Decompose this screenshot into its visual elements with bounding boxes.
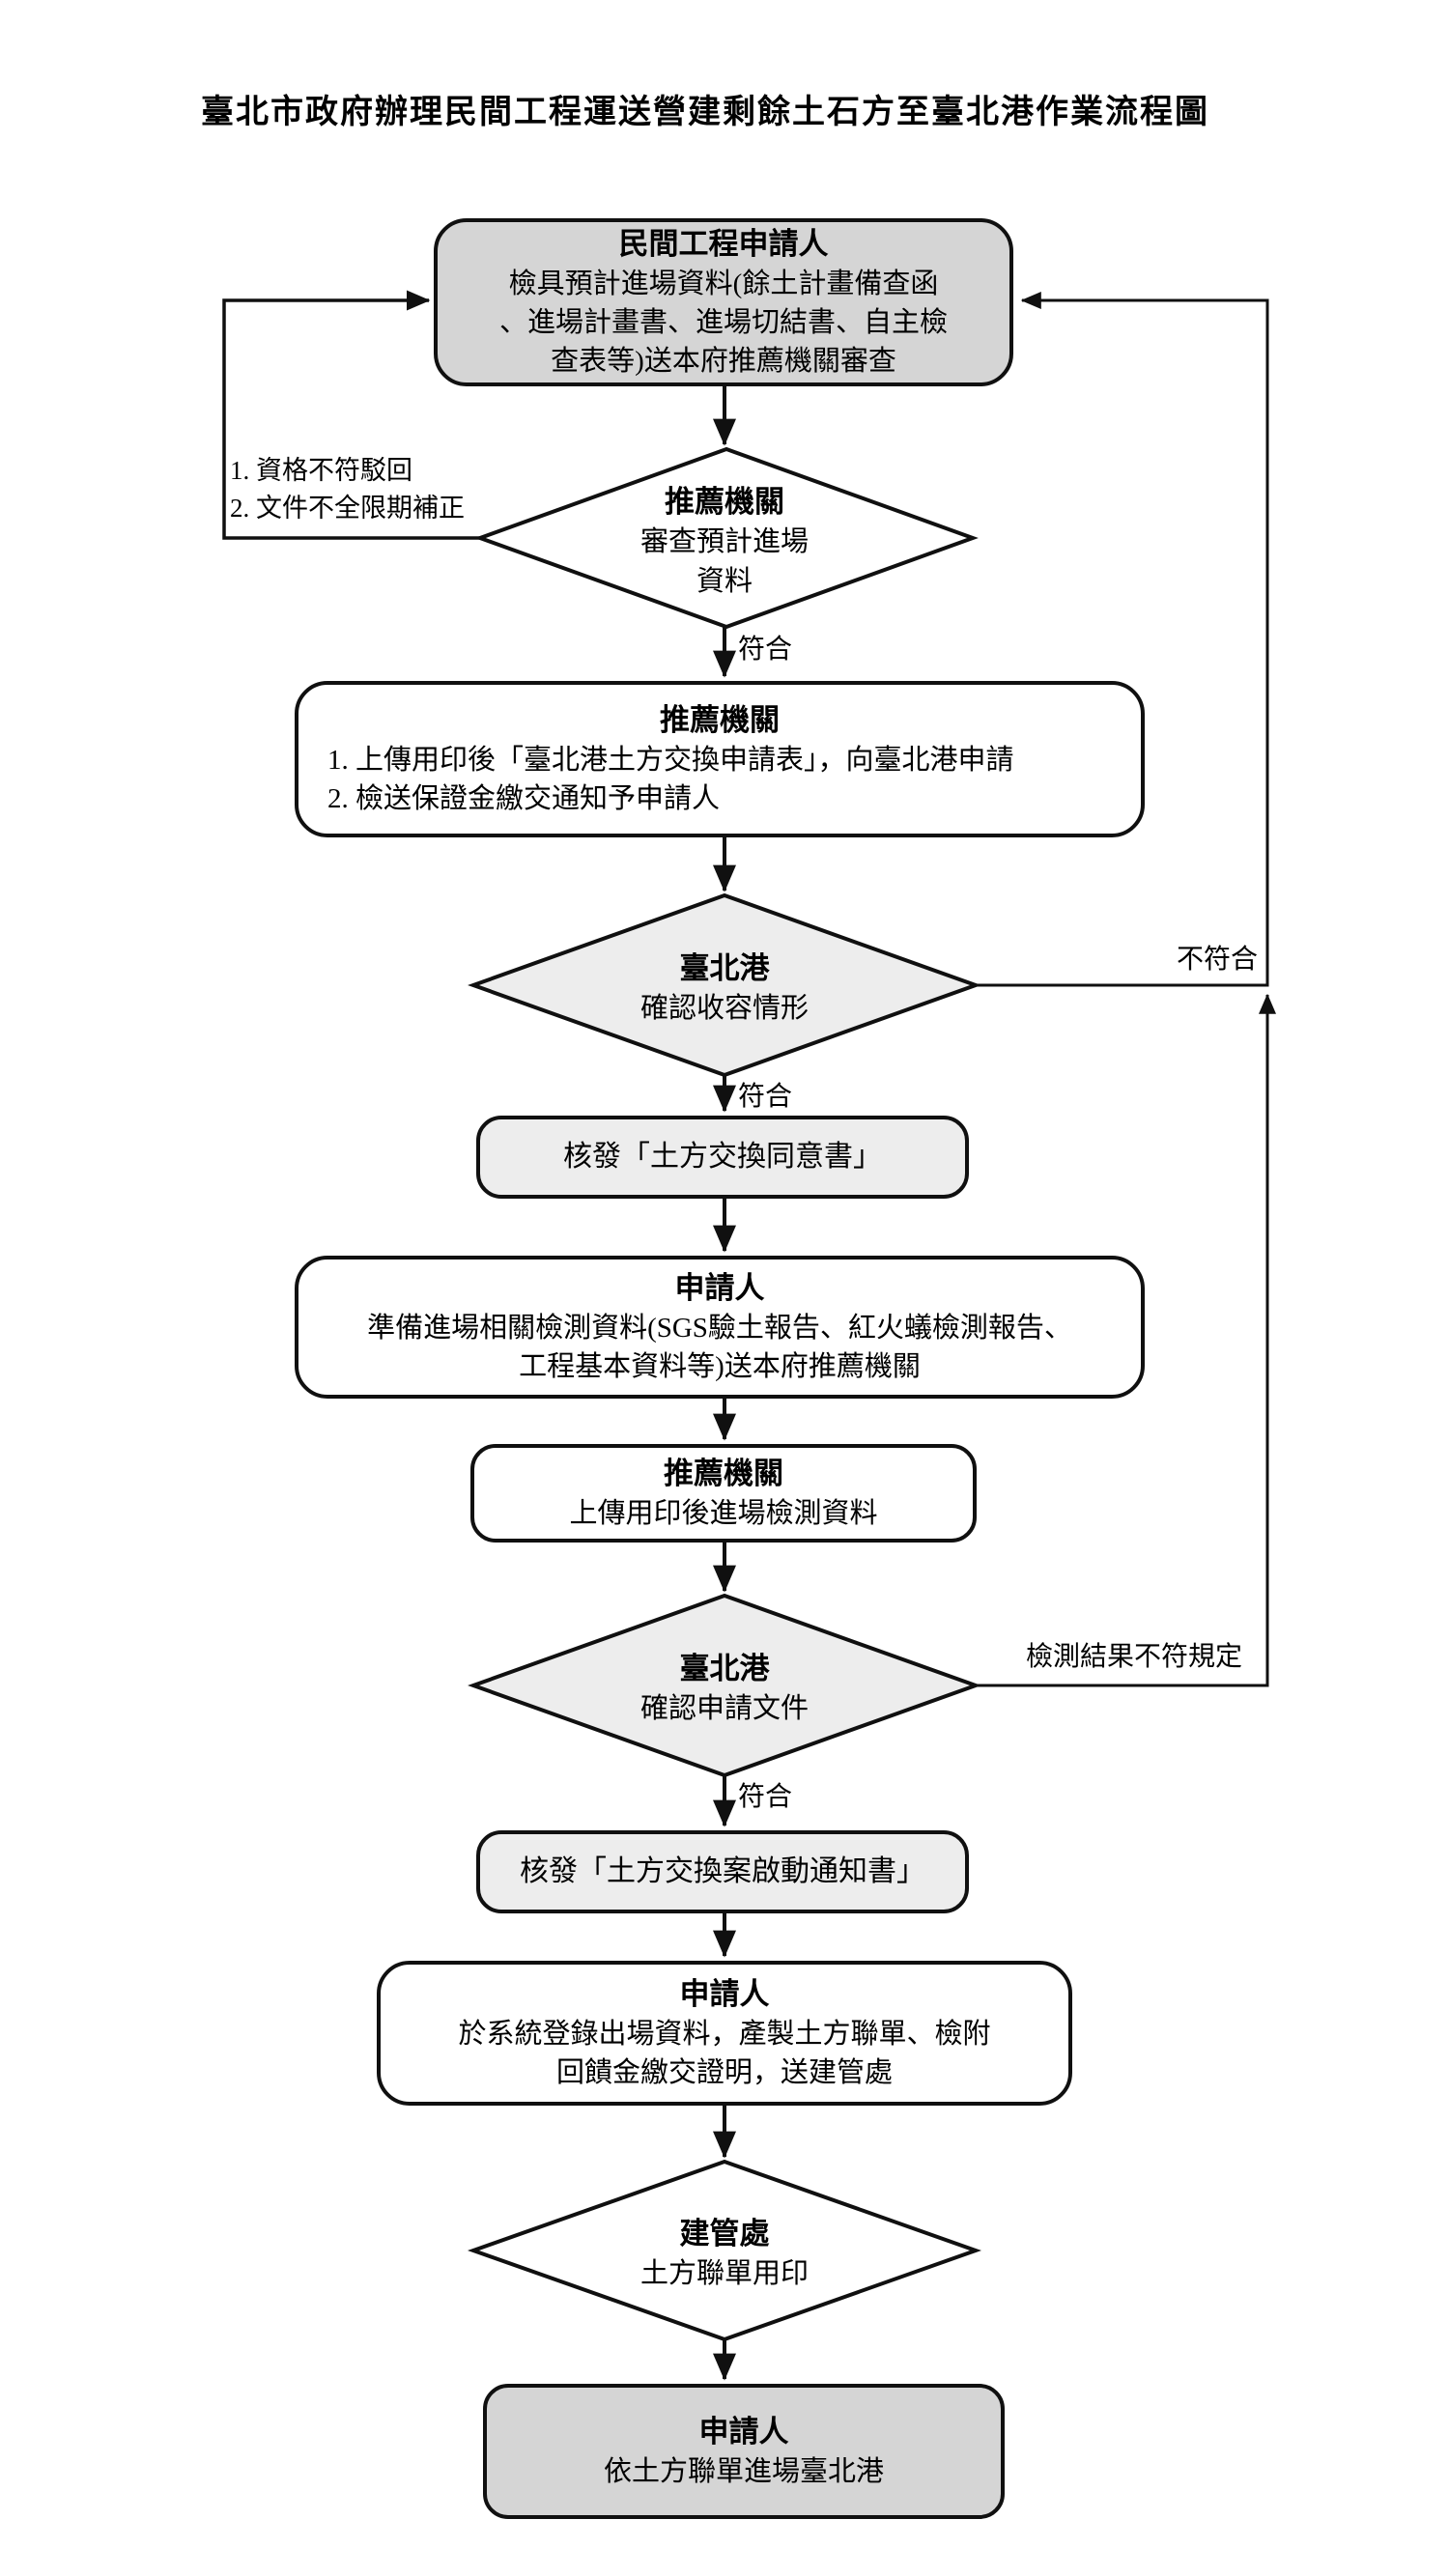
decision-line: 確認申請文件 xyxy=(639,1693,809,1725)
decision1-shape xyxy=(474,446,979,630)
edge-label-pass-1: 符合 xyxy=(738,635,793,665)
decision3-shape xyxy=(468,1593,981,1778)
node-line: 、進場計畫書、進場切結書、自主檢 xyxy=(498,307,948,339)
node-label: 核發「土方交換案啟動通知書」 xyxy=(520,1855,925,1888)
reject-note: 1. 資格不符駁回 2. 文件不全限期補正 xyxy=(230,452,465,527)
decision4-shape xyxy=(468,2159,981,2342)
reject-note-line: 2. 文件不全限期補正 xyxy=(230,494,465,524)
node-applicant-register-exit: 申請人 於系統登錄出場資料，產製土方聯單、檢附 回饋金繳交證明，送建管處 xyxy=(377,1961,1072,2106)
decision2-shape xyxy=(468,892,981,1078)
node-header: 民間工程申請人 xyxy=(618,226,829,261)
decision-line: 確認收容情形 xyxy=(639,993,809,1025)
node-issue-activation-notice: 核發「土方交換案啟動通知書」 xyxy=(476,1830,969,1913)
decision-header: 建管處 xyxy=(679,2217,770,2250)
decision-header: 臺北港 xyxy=(679,1652,770,1685)
node-line: 上傳用印後進場檢測資料 xyxy=(569,1498,878,1530)
reject-note-line: 1. 資格不符駁回 xyxy=(230,456,412,485)
edge-fail-review-loop xyxy=(976,292,1269,987)
node-line: 回饋金繳交證明，送建管處 xyxy=(555,2057,893,2089)
edge-label-pass-3: 符合 xyxy=(738,1782,793,1812)
decision-port-documents: 臺北港 確認申請文件 xyxy=(541,1632,908,1744)
node-label: 核發「土方交換同意書」 xyxy=(563,1141,882,1174)
node-applicant-prepare-tests: 申請人 準備進場相關檢測資料(SGS驗土報告、紅火蟻檢測報告、 工程基本資料等)… xyxy=(295,1256,1145,1399)
node-header: 申請人 xyxy=(674,1270,765,1305)
node-line: 查表等)送本府推薦機關審查 xyxy=(551,346,896,378)
node-line: 1. 上傳用印後「臺北港土方交換申請表」，向臺北港申請 xyxy=(327,745,1014,777)
node-issue-exchange-agreement: 核發「土方交換同意書」 xyxy=(476,1116,969,1199)
decision-header: 推薦機關 xyxy=(665,484,784,519)
edge-label-fail-review: 不符合 xyxy=(1177,945,1259,975)
decision-line: 土方聯單用印 xyxy=(639,2258,809,2290)
node-private-applicant-submit: 民間工程申請人 檢具預計進場資料(餘土計畫備查函 、進場計畫書、進場切結書、自主… xyxy=(434,218,1013,386)
decision-header: 臺北港 xyxy=(679,951,770,985)
node-header: 申請人 xyxy=(698,2414,789,2449)
node-recommender-upload-tests: 推薦機關 上傳用印後進場檢測資料 xyxy=(470,1444,977,1543)
node-line: 於系統登錄出場資料，產製土方聯單、檢附 xyxy=(458,2019,991,2051)
node-recommender-upload-apply: 推薦機關 1. 上傳用印後「臺北港土方交換申請表」，向臺北港申請 2. 檢送保證… xyxy=(295,681,1145,837)
node-header: 申請人 xyxy=(679,1976,770,2011)
decision-stamp-manifest: 建管處 土方聯單用印 xyxy=(541,2197,908,2309)
edge-fail-test-loop xyxy=(976,993,1276,1687)
node-applicant-enter-port: 申請人 依土方聯單進場臺北港 xyxy=(483,2384,1005,2519)
node-line: 檢具預計進場資料(餘土計畫備查函 xyxy=(508,269,939,300)
decision-line: 審查預計進場 xyxy=(639,526,809,558)
decision-port-capacity: 臺北港 確認收容情形 xyxy=(541,932,908,1044)
node-line: 2. 檢送保證金繳交通知予申請人 xyxy=(327,783,721,815)
node-header: 推薦機關 xyxy=(664,1456,783,1490)
node-line: 工程基本資料等)送本府推薦機關 xyxy=(519,1351,921,1383)
edge-label-fail-test: 檢測結果不符規定 xyxy=(1026,1642,1243,1672)
edge-reject-loop xyxy=(222,290,480,540)
decision-review-entry-data: 推薦機關 審查預計進場 資料 xyxy=(541,468,908,613)
decision-line: 資料 xyxy=(696,565,753,597)
node-line: 準備進場相關檢測資料(SGS驗土報告、紅火蟻檢測報告、 xyxy=(367,1313,1072,1345)
node-header: 推薦機關 xyxy=(660,702,780,737)
edge-label-pass-2: 符合 xyxy=(738,1082,793,1112)
node-line: 依土方聯單進場臺北港 xyxy=(603,2456,884,2488)
page-title: 臺北市政府辦理民間工程運送營建剩餘土石方至臺北港作業流程圖 xyxy=(201,95,1209,130)
